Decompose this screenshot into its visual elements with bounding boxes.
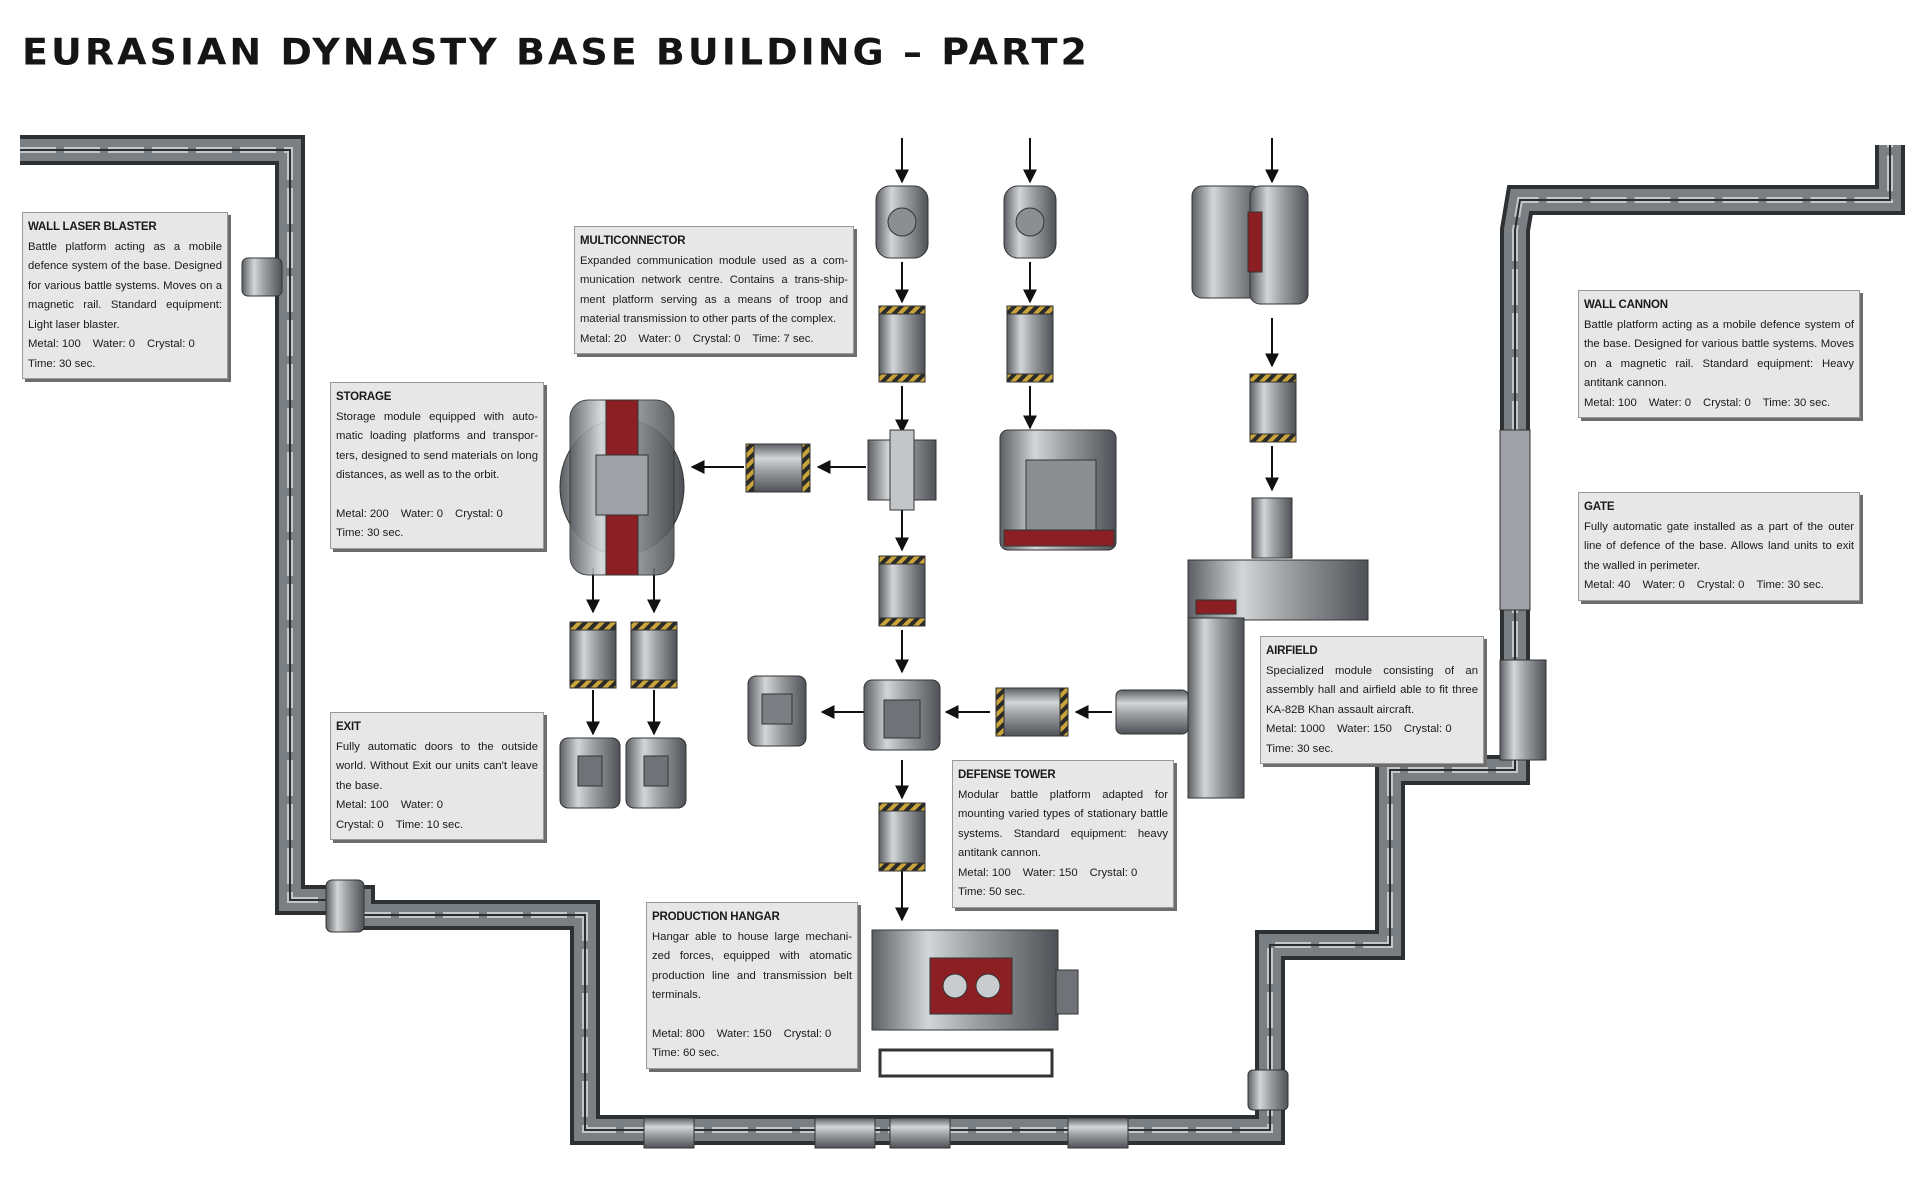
defense-tower-module — [999, 429, 1117, 551]
module-description: Expanded communication module used as a … — [580, 254, 848, 326]
module-name: WALL CANNON — [1584, 299, 1668, 311]
connector-tube — [995, 687, 1069, 737]
module-description: Fully automatic gate installed as a part… — [1584, 520, 1854, 572]
connector-tube — [745, 443, 811, 493]
module-name: WALL LASER BLASTER — [28, 221, 157, 233]
module-description: Storage module equipped with auto-matic … — [336, 410, 538, 482]
storage-module — [559, 399, 685, 576]
connector-tube — [878, 305, 926, 383]
connector-tube — [1006, 305, 1054, 383]
module-name: GATE — [1584, 501, 1615, 513]
connector-tube — [878, 555, 926, 627]
wall-cannon-turrets — [643, 1069, 1289, 1149]
gate-module — [1499, 429, 1547, 761]
wall-segments — [20, 135, 1905, 1145]
connector-tube — [569, 621, 617, 689]
connector-tube — [630, 621, 678, 689]
info-box-wall-laser-blaster: WALL LASER BLASTER Battle platform actin… — [22, 212, 228, 379]
multiconnector-module — [863, 429, 941, 751]
module-name: PRODUCTION HANGAR — [652, 911, 780, 923]
connector-capsules — [875, 185, 1057, 259]
connection-arrows — [586, 138, 1279, 922]
module-description: Modular battle platform adapted for moun… — [958, 788, 1168, 860]
module-description: Battle platform acting as a mobile defen… — [28, 240, 222, 331]
info-box-multiconnector: MULTICONNECTOR Expanded communication mo… — [574, 226, 854, 354]
outer-wall-core — [20, 145, 1891, 1131]
info-box-storage: STORAGE Storage module equipped with aut… — [330, 382, 544, 549]
module-description: Hangar able to house large mechani-zed f… — [652, 930, 852, 1002]
module-description: Fully automatic doors to the outside wor… — [336, 740, 538, 792]
module-description: Specialized module consisting of an asse… — [1266, 664, 1478, 716]
module-description: Battle platform acting as a mobile defen… — [1584, 318, 1854, 390]
exit-module — [559, 737, 687, 809]
info-box-production-hangar: PRODUCTION HANGAR Hangar able to house l… — [646, 902, 858, 1069]
module-name: AIRFIELD — [1266, 645, 1318, 657]
connector-tube — [1249, 373, 1297, 443]
connector-cube — [747, 675, 807, 747]
wall-laser-blaster-turret — [241, 257, 365, 933]
connector-tubes — [569, 305, 1297, 872]
module-name: MULTICONNECTOR — [580, 235, 686, 247]
production-hangar-module — [871, 929, 1079, 1078]
power-module — [1191, 185, 1309, 305]
module-name: EXIT — [336, 721, 361, 733]
info-box-exit: EXIT Fully automatic doors to the outsid… — [330, 712, 544, 840]
info-box-defense-tower: DEFENSE TOWER Modular battle platform ad… — [952, 760, 1174, 908]
page-title: Eurasian Dynasty Base Building – Part2 — [22, 31, 1090, 73]
airfield-module — [1115, 497, 1369, 799]
module-name: STORAGE — [336, 391, 392, 403]
info-box-gate: GATE Fully automatic gate installed as a… — [1578, 492, 1860, 601]
info-box-airfield: AIRFIELD Specialized module consisting o… — [1260, 636, 1484, 764]
connector-tube — [878, 802, 926, 872]
module-name: DEFENSE TOWER — [958, 769, 1056, 781]
info-box-wall-cannon: WALL CANNON Battle platform acting as a … — [1578, 290, 1860, 418]
